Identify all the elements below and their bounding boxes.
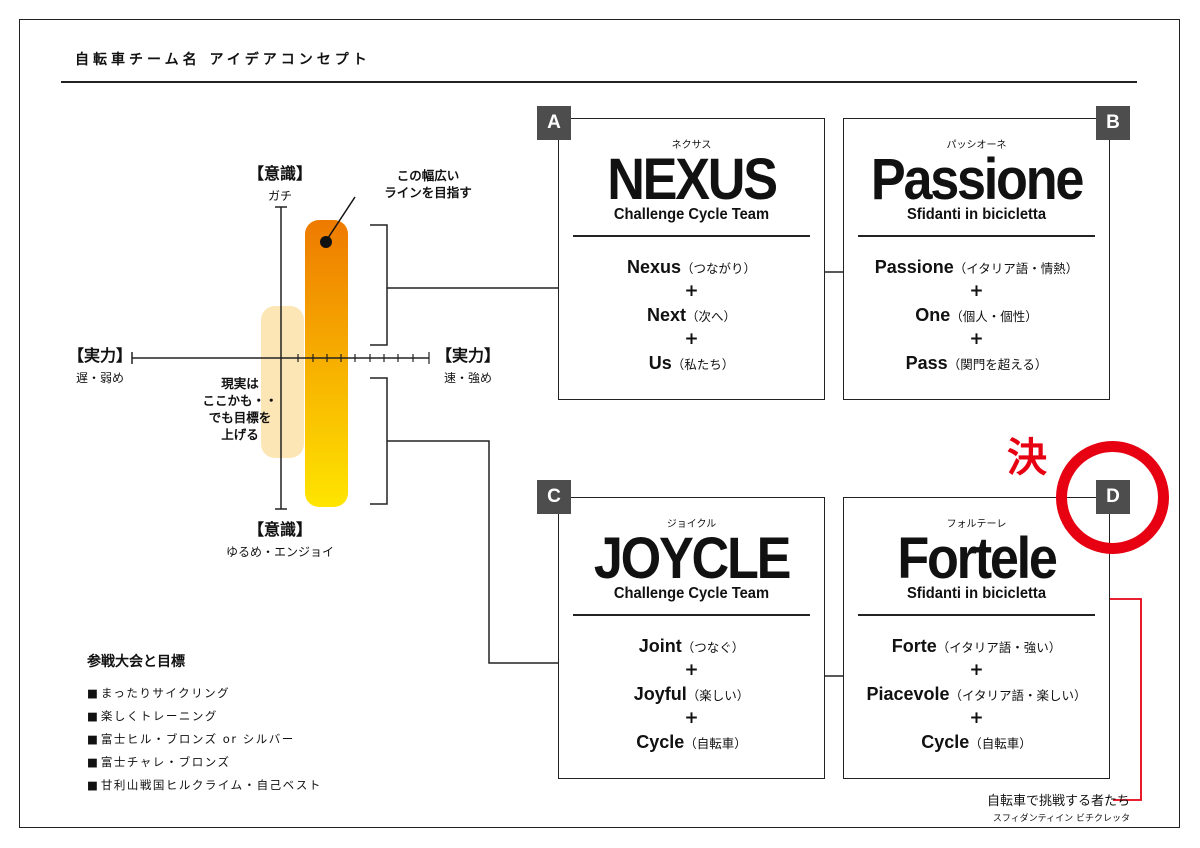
goal-item: まったりサイクリング — [87, 685, 322, 708]
goal-item: 甘利山戦国ヒルクライム・自己ベスト — [87, 777, 322, 800]
card-name: Fortele — [897, 526, 1058, 591]
card-divider — [573, 235, 810, 237]
current-note: 現実は ここかも・・ でも目標を 上げる — [202, 376, 278, 442]
goals-heading: 参戦大会と目標 — [87, 654, 185, 670]
page-frame — [19, 19, 1180, 828]
card-divider — [858, 235, 1095, 237]
axis-label-right: 【実力】 速・強め — [428, 342, 508, 386]
card-etymology: Passione（イタリア語・情熱） + One（個人・個性） + Pass（関… — [874, 257, 1079, 373]
decision-mark: 決 — [1007, 435, 1047, 481]
card-ruby: ジョイクル — [666, 519, 717, 530]
connector-lower-to-c — [387, 440, 558, 664]
card-name: JOYCLE — [593, 526, 792, 591]
axis-right-text: 速・強め — [443, 371, 492, 385]
card-name: Passione — [870, 147, 1084, 212]
card-ruby: パッシオーネ — [946, 140, 1007, 151]
target-dot — [320, 236, 332, 248]
axis-left-bracket: 【実力】 — [67, 346, 132, 365]
axis-right-bracket: 【実力】 — [435, 346, 500, 365]
axis-ticks — [297, 352, 430, 364]
goal-item: 富士チャレ・ブロンズ — [87, 754, 322, 777]
goal-item: 富士ヒル・ブロンズ or シルバー — [87, 731, 322, 754]
axis-label-top: 【意識】 ガチ — [240, 160, 320, 204]
title-divider — [61, 81, 1137, 83]
axis-label-left: 【実力】 遅・弱め — [60, 342, 140, 386]
axis-top-bracket: 【意識】 — [247, 164, 312, 183]
axis-bottom-bracket: 【意識】 — [247, 520, 312, 539]
axis-left-text: 遅・弱め — [75, 371, 124, 385]
current-level-bar — [261, 306, 304, 458]
card-subtitle: Sfidanti in bicicletta — [906, 206, 1047, 223]
card-c-badge: C — [537, 480, 571, 514]
target-pointer-line — [327, 196, 356, 239]
card-d-badge: D — [1096, 480, 1130, 514]
goals-section: 参戦大会と目標 まったりサイクリング 楽しくトレーニング 富士ヒル・ブロンズ o… — [87, 651, 322, 800]
name-card-b: パッシオーネ Passione Sfidanti in bicicletta P… — [843, 118, 1110, 400]
decision-ring-icon — [1056, 441, 1169, 554]
lower-bracket — [370, 377, 388, 505]
axis-top-text: ガチ — [267, 189, 292, 203]
name-card-c: ジョイクル JOYCLE Challenge Cycle Team Joint（… — [558, 497, 825, 779]
goal-item: 楽しくトレーニング — [87, 708, 322, 731]
card-ruby: ネクサス — [671, 140, 712, 151]
card-divider — [573, 614, 810, 616]
card-etymology: Nexus（つながり） + Next（次へ） + Us（私たち） — [626, 257, 757, 373]
card-ruby: フォルテーレ — [946, 519, 1007, 530]
target-range-bar — [305, 220, 348, 507]
card-divider — [858, 614, 1095, 616]
fortele-caption: 自転車で挑戦する者たち スフィダンティイン ビチクレッタ — [986, 794, 1130, 824]
name-card-d: フォルテーレ Fortele Sfidanti in bicicletta Fo… — [843, 497, 1110, 779]
target-note: この幅広い ラインを目指す — [384, 168, 472, 200]
card-subtitle: Challenge Cycle Team — [613, 206, 770, 223]
card-b-badge: B — [1096, 106, 1130, 140]
upper-bracket — [370, 224, 388, 346]
card-subtitle: Sfidanti in bicicletta — [906, 585, 1047, 602]
axis-label-bottom: 【意識】 ゆるめ・エンジョイ — [215, 516, 345, 560]
page-title: 自転車チーム名 アイデアコンセプト — [75, 52, 371, 68]
card-etymology: Joint（つなぐ） + Joyful（楽しい） + Cycle（自転車） — [633, 636, 750, 752]
axis-bottom-text: ゆるめ・エンジョイ — [225, 545, 334, 559]
card-subtitle: Challenge Cycle Team — [613, 585, 770, 602]
card-a-badge: A — [537, 106, 571, 140]
name-card-a: ネクサス NEXUS Challenge Cycle Team Nexus（つな… — [558, 118, 825, 400]
card-name: NEXUS — [607, 147, 778, 212]
card-etymology: Forte（イタリア語・強い） + Piacevole（イタリア語・楽しい） +… — [866, 636, 1087, 752]
